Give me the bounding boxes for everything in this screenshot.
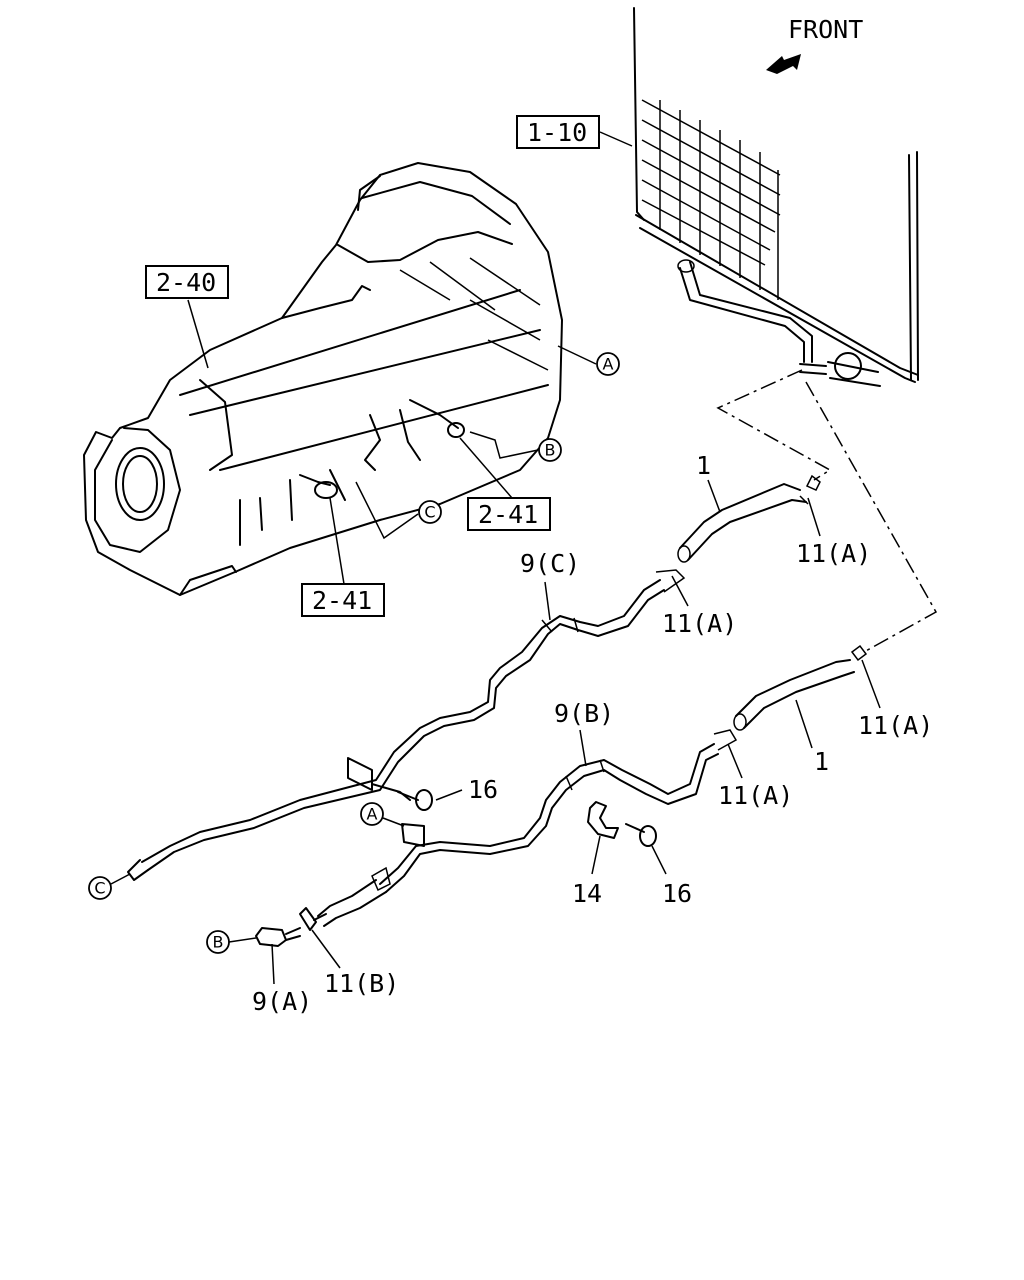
- svg-text:C: C: [94, 879, 105, 898]
- bolt-lower-icon: [625, 823, 657, 847]
- connector-b-transmission: B: [538, 438, 562, 462]
- connector-c-end: C: [88, 876, 112, 900]
- connector-a-bracket: A: [360, 802, 384, 826]
- clamp-lower-hose-label: 11(A): [858, 711, 933, 740]
- clip-label: 14: [572, 879, 602, 908]
- svg-text:2-41: 2-41: [312, 586, 372, 615]
- pipe-a-label: 9(A): [252, 987, 312, 1016]
- connector-a-transmission: A: [596, 352, 620, 376]
- svg-text:1-10: 1-10: [527, 118, 587, 147]
- connector-b-end: B: [206, 930, 230, 954]
- hose-lower: [733, 659, 855, 731]
- svg-text:A: A: [367, 805, 378, 824]
- clamp-b-label: 11(B): [324, 969, 399, 998]
- transmission-ref-box: 2-40: [145, 265, 229, 299]
- bolt-upper-icon: [397, 789, 433, 811]
- pipe-c: [127, 579, 665, 881]
- pipe-a-fitting: [255, 927, 301, 947]
- clamp-b-icon: [299, 907, 327, 931]
- front-label: FRONT: [788, 15, 863, 44]
- transmission: [83, 162, 563, 596]
- hose-upper: [677, 483, 807, 563]
- fitting-upper-ref-box: 2-41: [467, 497, 551, 531]
- svg-text:B: B: [545, 441, 556, 460]
- fitting-lower-ref-box: 2-41: [301, 583, 385, 617]
- pipe-b-label: 9(B): [554, 699, 614, 728]
- hose-lower-label: 1: [814, 747, 829, 776]
- clamp-lower-pipe-label: 11(A): [718, 781, 793, 810]
- radiator-ref-box: 1-10: [516, 115, 600, 149]
- clamp-upper-hose-label: 11(A): [796, 539, 871, 568]
- svg-text:A: A: [603, 355, 614, 374]
- bolt-lower-label: 16: [662, 879, 692, 908]
- radiator: [633, 7, 919, 387]
- svg-text:2-41: 2-41: [478, 500, 538, 529]
- pipe-b: [317, 743, 719, 927]
- hose-upper-label: 1: [696, 451, 711, 480]
- clip-icon: [587, 801, 619, 839]
- svg-text:B: B: [213, 933, 224, 952]
- clamp-upper-pipe-label: 11(A): [662, 609, 737, 638]
- svg-text:C: C: [424, 503, 435, 522]
- pipe-c-label: 9(C): [520, 549, 580, 578]
- bolt-upper-label: 16: [468, 775, 498, 804]
- connector-c-transmission: C: [418, 500, 442, 524]
- front-arrow-icon: [766, 54, 801, 74]
- svg-text:2-40: 2-40: [156, 268, 216, 297]
